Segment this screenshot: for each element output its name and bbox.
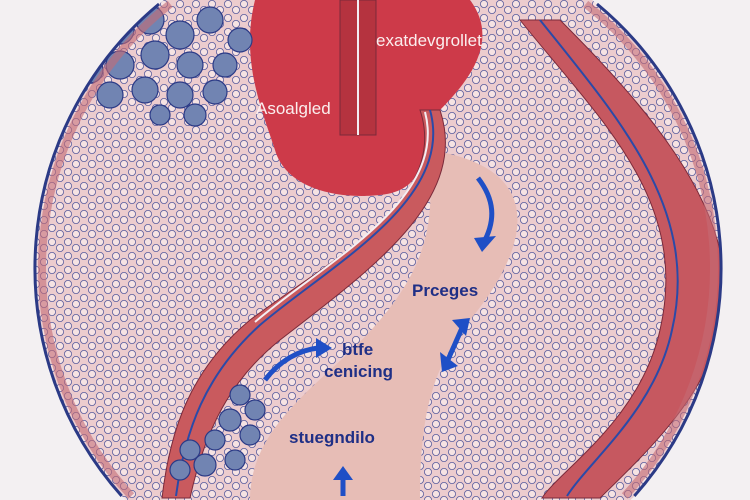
- inner-ring-left: [38, 0, 173, 499]
- muscle-band-right: [518, 19, 721, 499]
- vessel-right: [539, 19, 679, 497]
- outer-ring-left: [33, 2, 160, 497]
- inner-ring-right: [583, 0, 718, 499]
- blue-cluster-bottom: [169, 384, 266, 481]
- vessel-line-white: [254, 111, 429, 323]
- label-top-left: Asoalgled: [256, 99, 331, 118]
- label-bottom: stuegndilo: [289, 428, 375, 447]
- outer-ring-right: [596, 2, 723, 497]
- label-middle-2: cenicing: [324, 362, 393, 381]
- label-top-right: exatdevgrollet: [376, 31, 482, 50]
- pale-channel: [250, 150, 518, 500]
- arrow-curve-right: [263, 345, 319, 382]
- blue-arrows: [263, 176, 495, 496]
- label-middle-1: btfe: [342, 340, 374, 359]
- label-process: Prceges: [412, 281, 479, 300]
- vessel-line: [175, 109, 435, 497]
- arrow-heads: [316, 236, 496, 480]
- arrow-down-right: [475, 176, 495, 242]
- arrow-double: [444, 326, 465, 364]
